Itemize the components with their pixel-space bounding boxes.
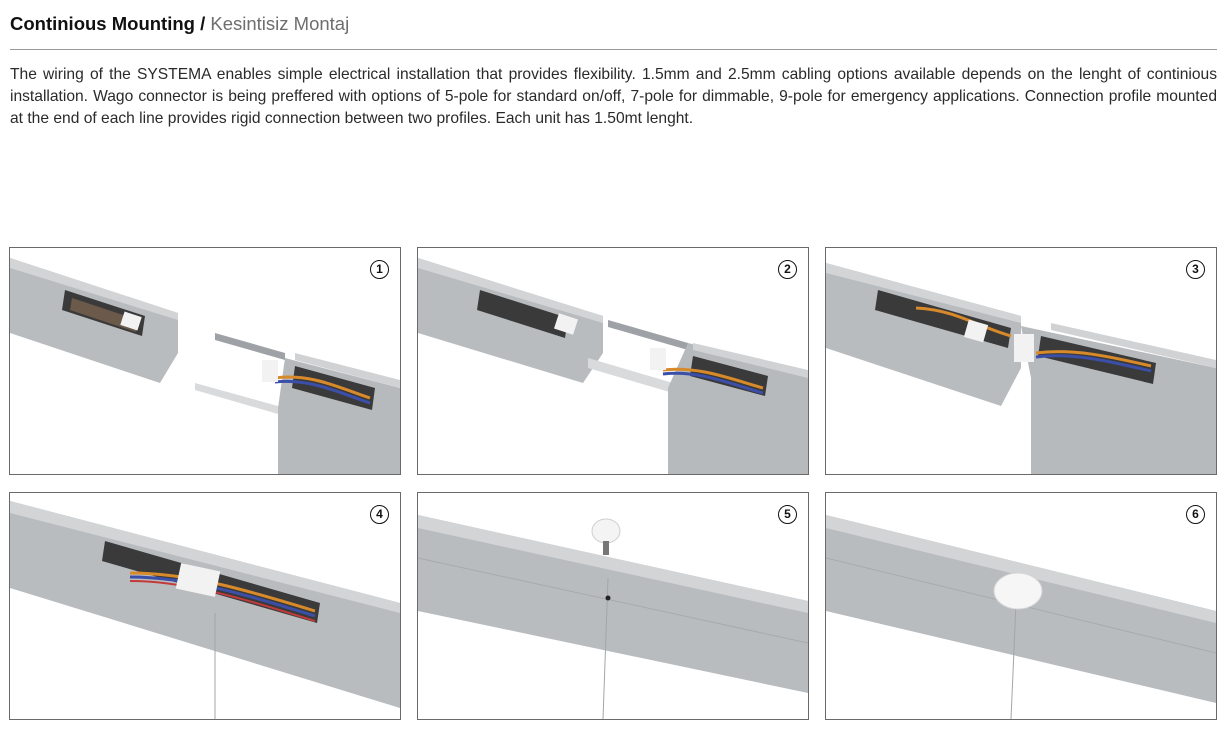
step-2-panel: 2: [417, 247, 809, 475]
title-english: Continious Mounting: [10, 13, 195, 34]
step-number-badge: 1: [370, 260, 389, 279]
step-2-illustration: [418, 258, 808, 474]
title-divider: [10, 49, 1217, 50]
step-6-panel: 6: [825, 492, 1217, 720]
step-1-panel: 1: [9, 247, 401, 475]
step-number-badge: 3: [1186, 260, 1205, 279]
step-number-badge: 4: [370, 505, 389, 524]
step-6-illustration: [826, 515, 1216, 719]
step-5-panel: 5: [417, 492, 809, 720]
step-4-illustration: [10, 501, 400, 719]
step-number-badge: 2: [778, 260, 797, 279]
title-separator: /: [200, 13, 206, 34]
step-number-badge: 6: [1186, 505, 1205, 524]
step-3-illustration: [826, 263, 1216, 474]
step-5-illustration: [418, 515, 808, 719]
step-3-panel: 3: [825, 247, 1217, 475]
intro-paragraph: The wiring of the SYSTEMA enables simple…: [10, 66, 1217, 127]
page-title: Continious Mounting / Kesintisiz Montaj: [10, 12, 349, 36]
title-turkish: Kesintisiz Montaj: [210, 13, 350, 34]
step-4-panel: 4: [9, 492, 401, 720]
step-number-badge: 5: [778, 505, 797, 524]
step-1-illustration: [10, 258, 400, 474]
